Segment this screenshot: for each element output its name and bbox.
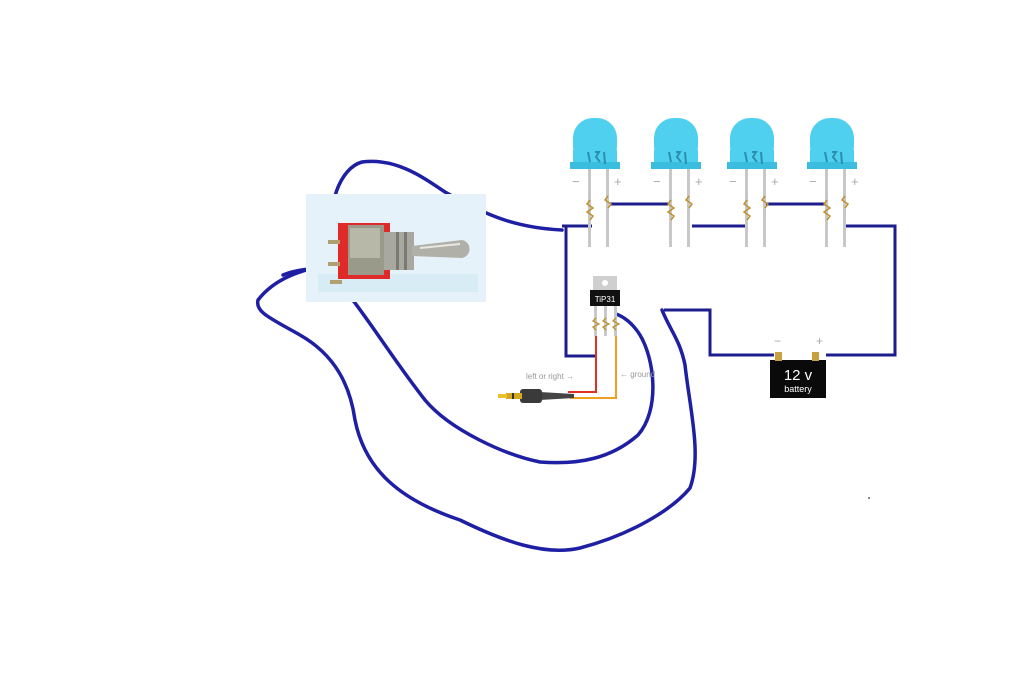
jack-ground-label: ← ground	[620, 370, 655, 379]
battery-plus-label: +	[816, 334, 823, 348]
wire-switch-lower-to-transistor-output	[340, 284, 655, 465]
led-plus-label: +	[851, 174, 859, 189]
wire-led4-right	[826, 224, 897, 357]
jack-plug-body	[520, 389, 542, 403]
led-minus-label: −	[572, 174, 580, 189]
ground-wire	[570, 336, 617, 399]
transistor-base-lead	[594, 306, 597, 336]
battery[interactable]: 12 v battery − +	[770, 334, 826, 398]
transistor-label: TiP31	[595, 295, 616, 304]
led-anode-lead	[687, 169, 690, 247]
led-4[interactable]: − +	[807, 118, 859, 247]
transistor[interactable]: TiP31	[590, 276, 621, 336]
led-rim	[570, 162, 620, 169]
led-cathode-lead	[745, 169, 748, 247]
wire-battery-minus	[664, 308, 774, 357]
led-cathode-lead	[588, 169, 591, 247]
wire-switch-to-transistor	[255, 260, 697, 552]
audio-jack[interactable]: left or right → ← ground	[498, 370, 655, 403]
led-rim	[651, 162, 701, 169]
led-minus-label: −	[729, 174, 737, 189]
led-minus-label: −	[809, 174, 817, 189]
led-anode-lead	[843, 169, 846, 247]
battery-body	[770, 360, 826, 398]
signal-wire	[568, 336, 597, 393]
battery-minus-label: −	[774, 334, 781, 348]
jack-signal-label: left or right →	[526, 372, 574, 381]
transistor-collector-lead	[604, 306, 607, 336]
led-1[interactable]: − +	[570, 118, 622, 247]
led-plus-label: +	[614, 174, 622, 189]
jack-cable	[540, 392, 574, 400]
battery-name-label: battery	[784, 384, 812, 394]
led-cathode-lead	[669, 169, 672, 247]
led-array: − + − + − +	[570, 118, 859, 247]
switch-terminal	[328, 262, 340, 266]
transistor-emitter-lead	[614, 306, 617, 336]
switch-terminal	[328, 240, 340, 244]
led-minus-label: −	[653, 174, 661, 189]
toggle-switch[interactable]	[306, 194, 486, 302]
battery-plus-terminal	[812, 352, 819, 361]
led-plus-label: +	[695, 174, 703, 189]
led-cathode-lead	[825, 169, 828, 247]
wire-left-vertical	[564, 226, 596, 358]
switch-terminal	[330, 280, 342, 284]
led-2[interactable]: − +	[651, 118, 703, 247]
led-plus-label: +	[771, 174, 779, 189]
led-3[interactable]: − +	[727, 118, 779, 247]
battery-voltage-label: 12 v	[784, 367, 813, 384]
led-anode-lead	[763, 169, 766, 247]
transistor-body	[590, 290, 620, 306]
battery-minus-terminal	[775, 352, 782, 361]
led-rim	[727, 162, 777, 169]
wire-switch-to-led-rail	[328, 159, 564, 250]
circuit-wires	[562, 202, 897, 358]
led-anode-lead	[606, 169, 609, 247]
led-rim	[807, 162, 857, 169]
stray-dot	[868, 497, 870, 499]
